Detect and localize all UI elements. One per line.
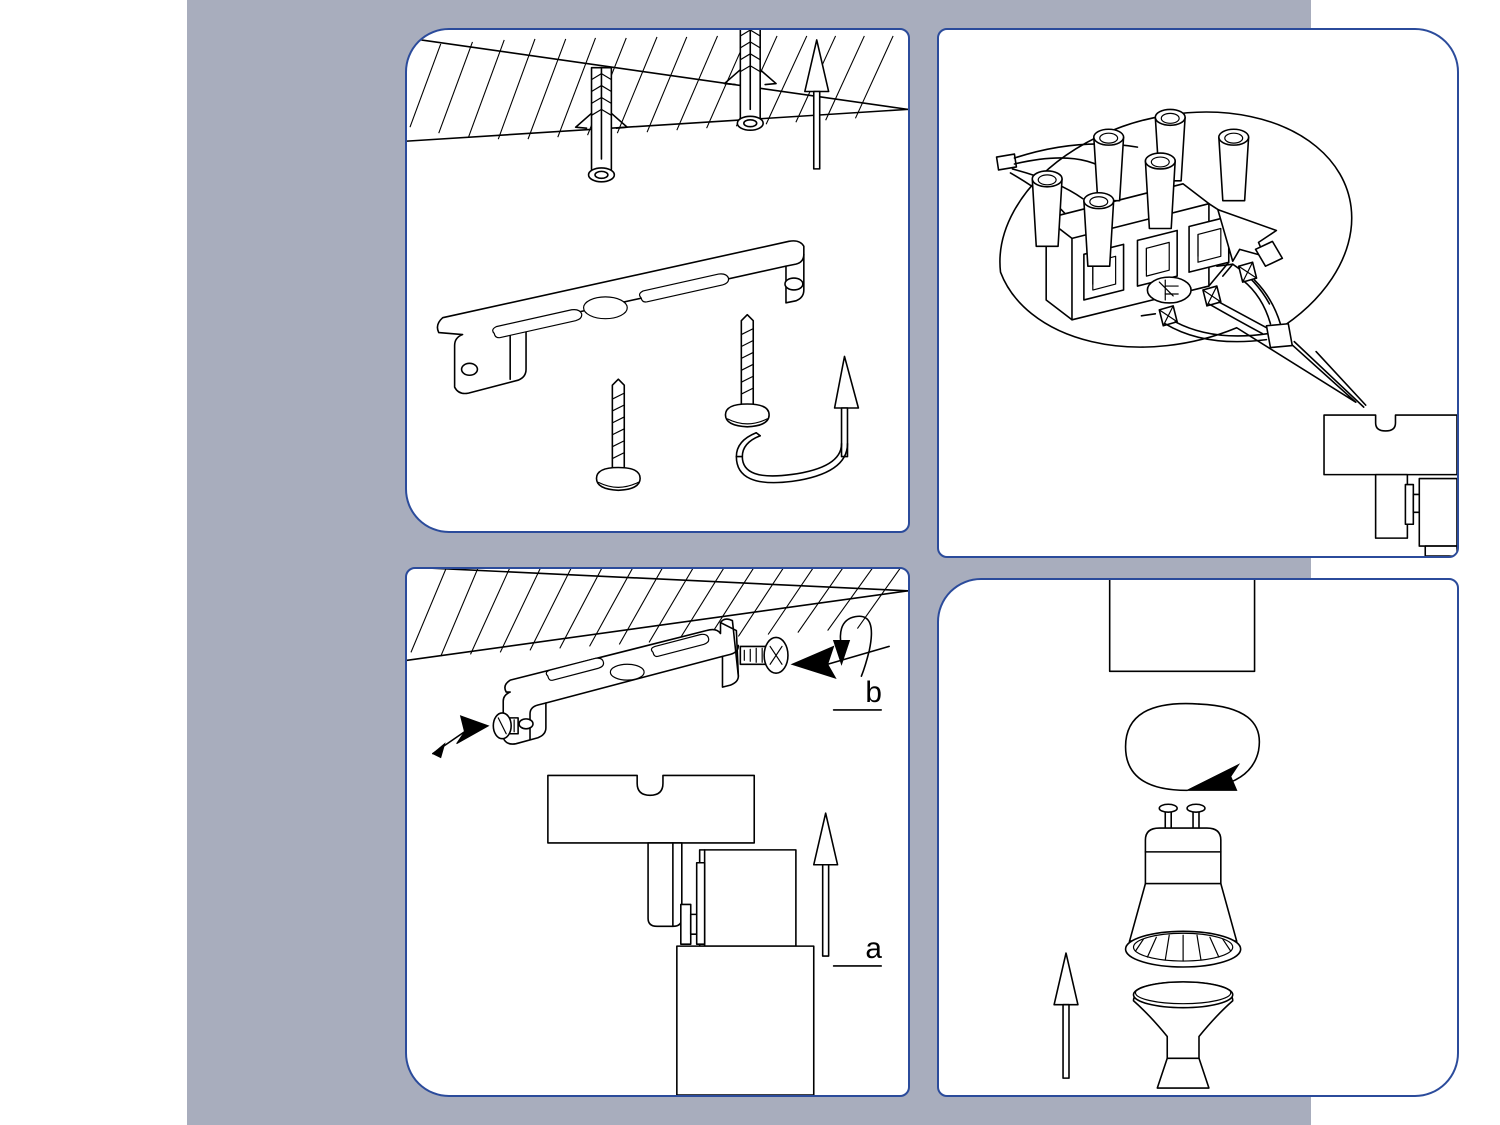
lamp-base-plate: [547, 774, 756, 844]
rotation-hook-arrow: [832, 615, 873, 677]
crimp-1: [1237, 261, 1258, 283]
lamp-lower-body: [676, 945, 815, 1095]
lamp-head-housing: [1108, 580, 1256, 673]
diagram-board: b: [187, 0, 1459, 1125]
panel-step-2-terminal-block-wiring: [937, 28, 1459, 558]
gu10-bulb: [1124, 803, 1242, 968]
panel-step-3-fix-bracket-and-lamp: b: [405, 567, 910, 1097]
insert-arrow: [1053, 952, 1079, 1079]
crimp-2: [1202, 285, 1222, 307]
black-arrow-right: [790, 645, 890, 680]
hatched-ceiling: [407, 569, 908, 662]
wire-sleeves: [1031, 108, 1250, 267]
panel-step-1-mounting-hardware: [405, 28, 910, 533]
mounting-bracket-installed: [502, 618, 740, 745]
wall-plug-right: [723, 30, 777, 131]
wall-plug-left: [574, 66, 629, 183]
label-a: a: [865, 932, 882, 965]
terminal-block: [1045, 183, 1230, 321]
fixing-screw-right: [739, 636, 789, 675]
lamp-head: [680, 849, 797, 947]
screw-right: [724, 313, 770, 428]
fixture-base-cutaway: [1293, 340, 1457, 556]
label-b: b: [865, 676, 882, 709]
fixing-screw-left: [492, 712, 519, 740]
panel-step-4-insert-bulb-and-cover: [937, 578, 1459, 1097]
push-arrow-a: a: [812, 812, 882, 967]
earth-symbol: [1146, 276, 1192, 304]
insert-arrow-upper: [804, 39, 830, 170]
mounting-bracket: [436, 240, 805, 395]
twist-arrow: [1124, 702, 1261, 792]
hatched-ceiling: [407, 35, 908, 142]
magnifier-ellipse: [999, 111, 1357, 403]
direction-arrow: [1217, 208, 1284, 267]
black-arrow-left: [431, 715, 490, 759]
crimp-3: [1158, 305, 1178, 327]
rotation-arrow: [735, 355, 860, 484]
screw-left: [595, 378, 641, 492]
label-b-group: b: [832, 676, 883, 711]
decorative-cover: [1132, 981, 1234, 1089]
outgoing-wires: [1140, 261, 1294, 349]
lamp-neck: [647, 842, 683, 928]
